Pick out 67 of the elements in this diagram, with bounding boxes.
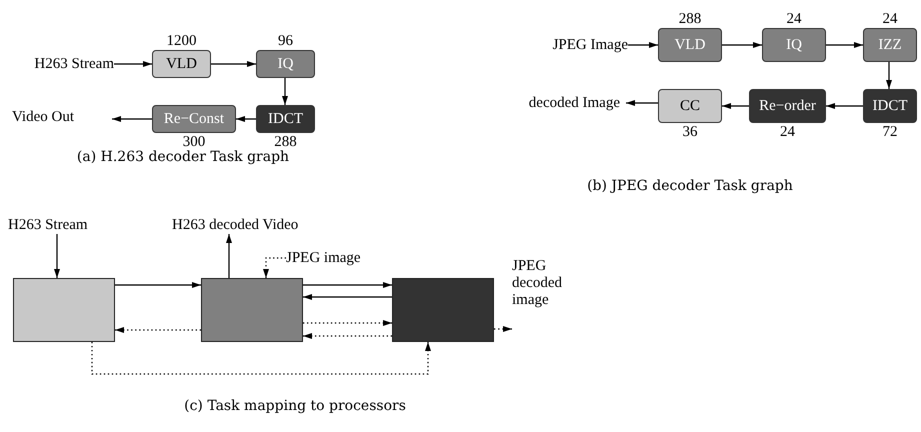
io-label: JPEG decoded image <box>512 258 566 336</box>
processor-box <box>13 278 115 342</box>
task-box <box>152 105 236 133</box>
arrow <box>91 342 431 375</box>
arrow <box>114 61 152 67</box>
io-label: Video Out <box>12 108 112 126</box>
arrow <box>886 62 892 89</box>
io-label: H263 Stream <box>8 55 114 73</box>
arrow <box>722 42 762 48</box>
task-box <box>863 89 917 123</box>
task-box <box>256 105 315 133</box>
task-box <box>658 89 722 123</box>
arrow <box>54 234 60 278</box>
cost-label: 24 <box>882 11 898 27</box>
arrow <box>303 282 392 288</box>
arrow <box>494 326 512 332</box>
cost-label: 24 <box>779 124 796 140</box>
arrow <box>211 61 256 67</box>
task-label: Re−Const <box>164 110 224 128</box>
arrow <box>826 103 863 109</box>
cost-label: 96 <box>277 33 294 49</box>
arrow <box>722 103 749 109</box>
arrow <box>112 116 152 122</box>
arrow <box>236 116 256 122</box>
task-label: IDCT <box>872 97 908 115</box>
processor-box <box>201 278 303 342</box>
io-label: H263 Stream <box>8 216 128 234</box>
processor-box <box>392 278 494 342</box>
arrow <box>626 100 658 106</box>
arrow <box>226 234 232 278</box>
arrow <box>303 320 392 326</box>
arrow <box>303 294 392 300</box>
cost-label: 36 <box>682 124 698 140</box>
arrow <box>826 42 863 48</box>
task-box <box>658 28 722 62</box>
figure-caption: (a) H.263 decoder Task graph <box>76 149 290 165</box>
task-box <box>863 28 917 62</box>
task-box <box>762 28 826 62</box>
task-label: IZZ <box>878 36 902 54</box>
task-label: IQ <box>786 36 802 54</box>
task-label: VLD <box>166 55 197 73</box>
arrow <box>115 282 201 288</box>
figure-caption: (b) JPEG decoder Task graph <box>587 178 793 194</box>
figure-caption: (c) Task mapping to processors <box>184 398 406 414</box>
arrow <box>628 42 658 48</box>
io-label: decoded Image <box>500 94 626 112</box>
arrow <box>303 333 392 339</box>
cost-label: 288 <box>273 134 298 150</box>
task-label: VLD <box>674 36 706 54</box>
task-label: CC <box>680 97 700 115</box>
io-label: H263 decoded Video <box>172 216 358 234</box>
cost-label: 300 <box>182 134 206 150</box>
task-label: IDCT <box>268 110 303 128</box>
io-label: JPEG image <box>286 249 398 267</box>
task-label: IQ <box>278 55 294 73</box>
cost-label: 288 <box>678 11 702 27</box>
arrow <box>282 78 288 105</box>
task-box <box>152 50 211 78</box>
cost-label: 24 <box>786 11 802 27</box>
task-box <box>256 50 315 78</box>
cost-label: 1200 <box>166 33 198 49</box>
arrow <box>115 327 201 333</box>
task-box <box>749 89 826 123</box>
io-label: JPEG Image <box>530 36 628 54</box>
task-label: Re−order <box>759 97 816 115</box>
arrow <box>263 257 286 278</box>
cost-label: 72 <box>882 124 898 140</box>
